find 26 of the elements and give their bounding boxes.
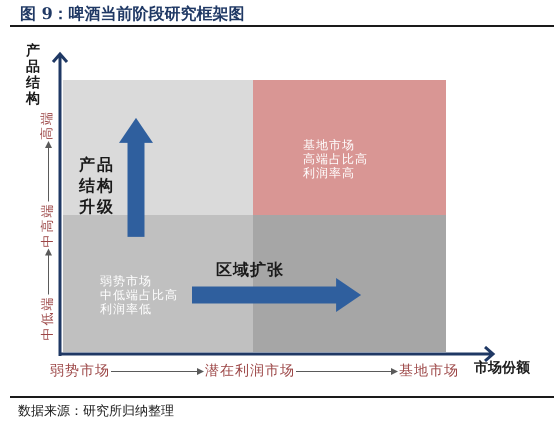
description-text: 弱势市场 [100, 274, 152, 288]
description-text: 基地市场 [303, 138, 355, 152]
edge-label: 区域扩张 [216, 260, 284, 280]
tick-label: 潜在利润市场 [205, 363, 295, 379]
axis-title: 市场份额 [474, 360, 530, 377]
tick-label: 中高端 [40, 202, 56, 248]
arrow [45, 141, 52, 202]
block-arrow [119, 118, 153, 237]
source-note: 数据来源：研究所归纳整理 [18, 403, 174, 420]
edge-label: 产品结构升级 [79, 154, 116, 217]
tick-label: 中低端 [40, 296, 56, 340]
arrow [110, 368, 204, 375]
block-arrow [192, 278, 362, 312]
quadrant-box [253, 80, 446, 215]
arrow [296, 368, 398, 375]
description-text: 利润率低 [100, 302, 152, 316]
quadrant-box [63, 80, 253, 215]
description-text: 利润率高 [303, 166, 355, 180]
description-text: 高端占比高 [303, 152, 368, 166]
description-text: 中低端占比高 [100, 288, 178, 302]
axis-title: 产品结构 [26, 43, 41, 107]
title: 图 9：啤酒当前阶段研究框架图 [20, 4, 245, 24]
tick-label: 基地市场 [399, 363, 459, 379]
tick-label: 弱势市场 [50, 363, 110, 379]
arrow [45, 248, 52, 295]
tick-label: 高端 [40, 110, 56, 140]
